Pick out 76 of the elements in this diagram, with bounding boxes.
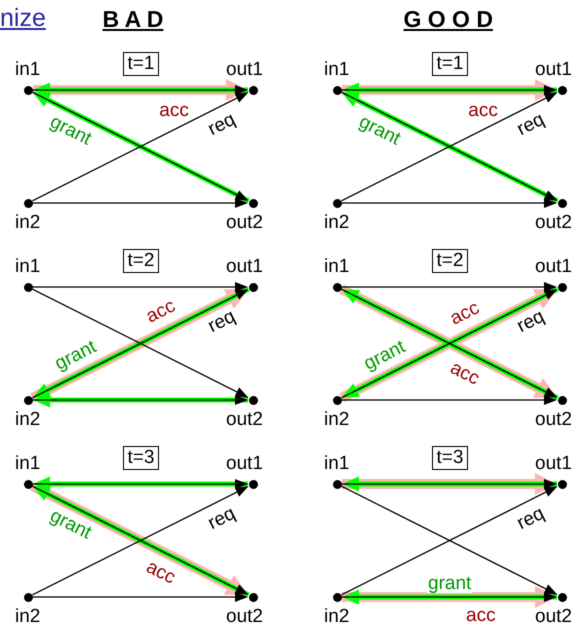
arrow xyxy=(35,476,248,492)
arrow xyxy=(342,592,554,602)
time-step-box: t=1 xyxy=(122,52,160,76)
port-dot xyxy=(24,282,32,292)
time-step-box: t=2 xyxy=(122,249,160,273)
port-label: in1 xyxy=(15,257,40,277)
arrow xyxy=(344,476,557,492)
port-dot xyxy=(24,198,32,208)
port-dot xyxy=(248,282,258,292)
arrow xyxy=(35,82,248,98)
link-text: nize xyxy=(0,4,46,33)
port-label: out2 xyxy=(226,607,263,627)
port-dot xyxy=(332,480,342,488)
column-heading: G O O D xyxy=(404,6,493,33)
arrow xyxy=(342,282,554,292)
time-step-box: t=1 xyxy=(432,52,468,76)
port-label: out1 xyxy=(226,257,263,277)
port-label: out2 xyxy=(226,213,263,233)
arrow xyxy=(33,282,245,292)
port-label: out1 xyxy=(226,60,263,80)
port-label: out1 xyxy=(535,257,572,277)
port-label: in2 xyxy=(15,607,40,627)
port-dot xyxy=(248,592,258,602)
time-step-box: t=3 xyxy=(122,446,160,470)
port-dot xyxy=(248,480,258,488)
arrow xyxy=(342,198,554,208)
port-dot xyxy=(332,592,342,602)
port-dot xyxy=(558,396,566,404)
port-label: in1 xyxy=(15,60,40,80)
port-dot xyxy=(332,86,342,94)
port-label: out2 xyxy=(535,607,572,627)
port-dot xyxy=(248,396,258,404)
port-dot xyxy=(332,396,342,404)
arrow xyxy=(344,590,557,604)
port-label: out2 xyxy=(226,410,263,430)
port-label: in1 xyxy=(324,257,350,277)
arrow xyxy=(33,592,245,602)
port-label: in2 xyxy=(15,213,40,233)
arrow xyxy=(344,82,557,98)
port-dot xyxy=(24,592,32,602)
edge-label: grant xyxy=(427,574,472,592)
port-dot xyxy=(558,592,566,602)
port-label: in2 xyxy=(324,607,350,627)
port-label: in1 xyxy=(324,454,350,474)
port-label: in1 xyxy=(324,60,350,80)
arrow xyxy=(33,479,245,489)
port-dot xyxy=(24,86,32,94)
port-label: out2 xyxy=(535,410,572,430)
port-label: out1 xyxy=(226,454,263,474)
port-dot xyxy=(558,480,566,488)
port-dot xyxy=(332,282,342,292)
port-label: in2 xyxy=(324,213,350,233)
port-label: out1 xyxy=(535,454,572,474)
arrow xyxy=(33,85,245,95)
port-label: in1 xyxy=(15,454,40,474)
arrow xyxy=(342,479,554,489)
arrow xyxy=(33,395,245,405)
port-dot xyxy=(332,198,342,208)
port-dot xyxy=(24,396,32,404)
port-label: out1 xyxy=(535,60,572,80)
port-dot xyxy=(558,282,566,292)
time-step-box: t=2 xyxy=(432,249,468,273)
arrow xyxy=(342,85,554,95)
port-label: out2 xyxy=(535,213,572,233)
arrow xyxy=(35,392,248,408)
arrow xyxy=(342,395,554,405)
time-step-box: t=3 xyxy=(432,446,468,470)
port-label: in2 xyxy=(324,410,350,430)
port-dot xyxy=(248,198,258,208)
port-label: in2 xyxy=(15,410,40,430)
port-dot xyxy=(558,86,566,94)
column-heading: B A D xyxy=(102,6,164,33)
port-dot xyxy=(248,86,258,94)
arrow xyxy=(33,198,245,208)
port-dot xyxy=(558,198,566,208)
port-dot xyxy=(24,480,32,488)
